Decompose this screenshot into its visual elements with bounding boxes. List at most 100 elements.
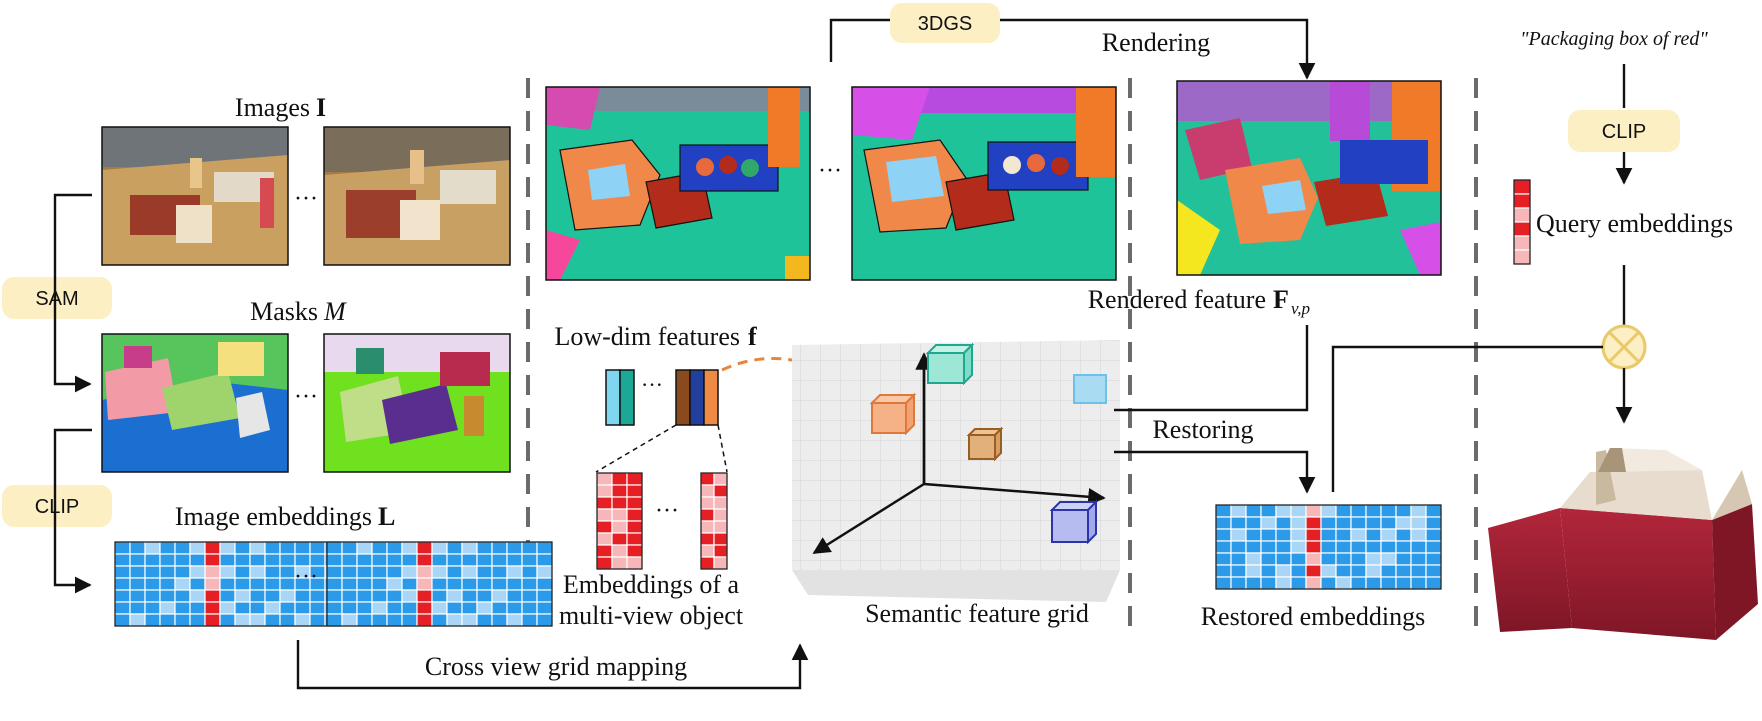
voxel-brown bbox=[966, 426, 1004, 462]
embedding-cell bbox=[234, 601, 251, 615]
embedding-cell bbox=[521, 565, 538, 579]
embedding-cell bbox=[1320, 516, 1337, 530]
embedding-cell bbox=[144, 589, 161, 603]
input-image-n bbox=[323, 126, 511, 266]
embedding-cell bbox=[1260, 576, 1277, 590]
embedding-cell bbox=[1350, 552, 1367, 566]
embedding-cell bbox=[1275, 516, 1292, 530]
embedding-cell bbox=[1305, 552, 1322, 566]
embedding-cell bbox=[611, 532, 628, 546]
embedding-cell bbox=[1260, 504, 1277, 518]
embedding-cell bbox=[1350, 564, 1367, 578]
embedding-cell bbox=[234, 553, 251, 567]
embedding-cell bbox=[700, 544, 715, 558]
embedding-cell bbox=[611, 544, 628, 558]
embedding-cell bbox=[189, 565, 206, 579]
voxel-blue bbox=[1049, 499, 1099, 545]
embedding-cell bbox=[1305, 504, 1322, 518]
embedding-cell bbox=[1260, 564, 1277, 578]
embedding-cell bbox=[700, 532, 715, 546]
embedding-cell bbox=[264, 589, 281, 603]
gs-pill: 3DGS bbox=[890, 3, 1000, 43]
embedding-cell bbox=[1230, 504, 1247, 518]
embedding-cell bbox=[1380, 564, 1397, 578]
embedding-cell bbox=[1260, 528, 1277, 542]
embedding-cell bbox=[506, 613, 523, 627]
embedding-cell bbox=[1350, 516, 1367, 530]
embedding-cell bbox=[234, 541, 251, 555]
embedding-cell bbox=[174, 565, 191, 579]
embedding-cell bbox=[356, 565, 373, 579]
embedding-cell bbox=[1513, 207, 1531, 223]
embedding-cell bbox=[386, 541, 403, 555]
feature-map-ellipsis: ··· bbox=[818, 158, 842, 184]
query-result-object bbox=[1488, 448, 1758, 640]
embedding-cell bbox=[536, 589, 553, 603]
rendering-arrow bbox=[829, 18, 1316, 80]
embedding-cell bbox=[401, 541, 418, 555]
embedding-cell bbox=[1395, 552, 1412, 566]
embedding-cell bbox=[264, 601, 281, 615]
embedding-cell bbox=[1365, 540, 1382, 554]
embedding-cell bbox=[234, 613, 251, 627]
embedding-cell bbox=[1245, 540, 1262, 554]
embedding-cell bbox=[1320, 504, 1337, 518]
embedding-border bbox=[1215, 504, 1442, 590]
embedding-cell bbox=[521, 589, 538, 603]
embedding-cell bbox=[700, 472, 715, 486]
embedding-cell bbox=[1380, 540, 1397, 554]
embedding-cell bbox=[294, 541, 311, 555]
embedding-cell bbox=[1215, 504, 1232, 518]
embedding-cell bbox=[234, 577, 251, 591]
embedding-cell bbox=[1305, 564, 1322, 578]
embedding-cell bbox=[129, 565, 146, 579]
embedding-border bbox=[1513, 179, 1531, 265]
image-embedding-matrix-n bbox=[326, 541, 553, 627]
feature-map-1 bbox=[545, 86, 811, 281]
embedding-cell bbox=[1513, 193, 1531, 209]
voxel-orange bbox=[869, 392, 917, 436]
embedding-cell bbox=[371, 553, 388, 567]
embedding-cell bbox=[174, 553, 191, 567]
embedding-cell bbox=[219, 553, 236, 567]
embedding-cell bbox=[189, 613, 206, 627]
embedding-cell bbox=[491, 601, 508, 615]
embedding-cell bbox=[596, 532, 613, 546]
embedding-cell bbox=[416, 577, 433, 591]
embedding-cell bbox=[144, 613, 161, 627]
embedding-cell bbox=[1395, 540, 1412, 554]
embedding-cell bbox=[1230, 552, 1247, 566]
embedding-cell bbox=[129, 601, 146, 615]
object-embedding-n bbox=[700, 472, 728, 570]
embedding-cell bbox=[536, 577, 553, 591]
low-dim-label: Low-dim features bbox=[554, 322, 740, 351]
embedding-cell bbox=[1215, 564, 1232, 578]
embedding-cell bbox=[264, 565, 281, 579]
semantic-grid-label: Semantic feature grid bbox=[865, 599, 1089, 628]
embedding-cell bbox=[416, 589, 433, 603]
embedding-cell bbox=[264, 577, 281, 591]
embedding-cell bbox=[596, 520, 613, 534]
embedding-cell bbox=[431, 601, 448, 615]
embedding-cell bbox=[536, 613, 553, 627]
embedding-cell bbox=[1425, 552, 1442, 566]
embedding-cell bbox=[416, 613, 433, 627]
embedding-cell bbox=[371, 589, 388, 603]
embedding-cell bbox=[1305, 528, 1322, 542]
svg-text:CLIP: CLIP bbox=[35, 496, 79, 518]
embedding-cell bbox=[1425, 516, 1442, 530]
embedding-cell bbox=[219, 601, 236, 615]
embedding-cell bbox=[1335, 564, 1352, 578]
embedding-cell bbox=[1245, 576, 1262, 590]
embedding-cell bbox=[1290, 564, 1307, 578]
embedding-cell bbox=[174, 577, 191, 591]
restoring-label: Restoring bbox=[1152, 415, 1253, 444]
embedding-cell bbox=[1230, 516, 1247, 530]
embedding-cell bbox=[326, 565, 343, 579]
embedding-cell bbox=[1245, 564, 1262, 578]
embedding-cell bbox=[279, 565, 296, 579]
embedding-cell bbox=[204, 577, 221, 591]
embedding-cell bbox=[386, 589, 403, 603]
embedding-cell bbox=[611, 472, 628, 486]
embedding-cell bbox=[1260, 516, 1277, 530]
